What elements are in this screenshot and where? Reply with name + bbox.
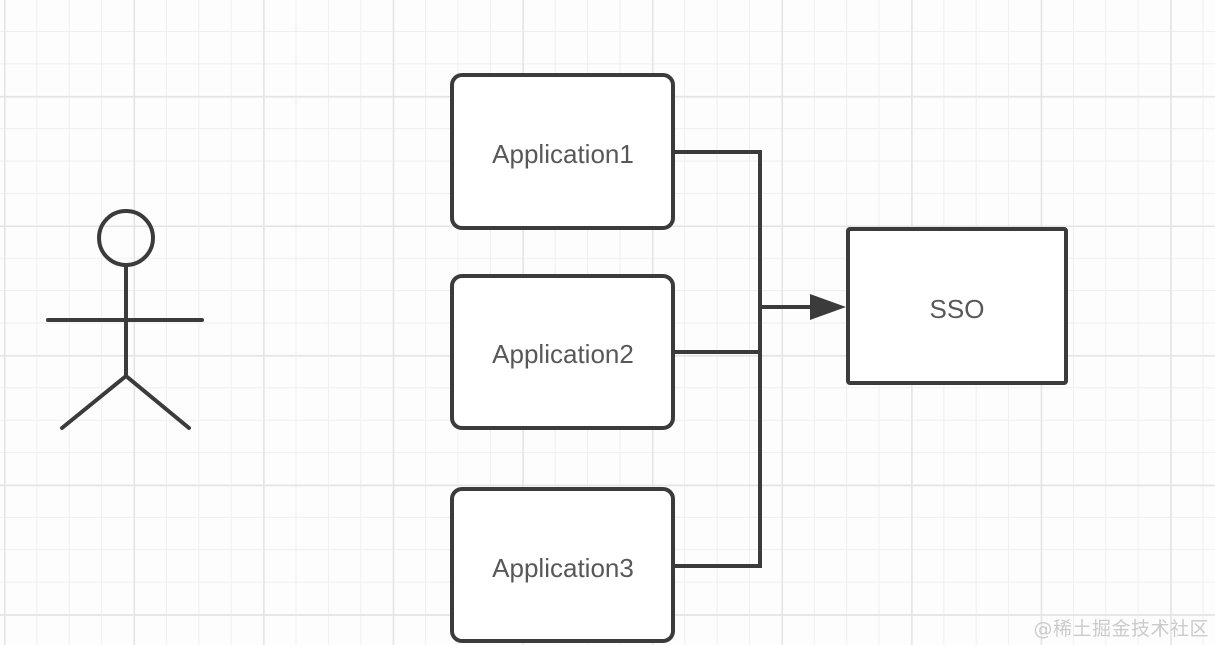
node-application2-label: Application2 <box>492 339 634 369</box>
node-sso-box <box>846 227 1068 385</box>
node-application1: Application1 <box>450 73 675 230</box>
actor-head <box>97 209 155 267</box>
arrowhead-icon <box>810 294 846 320</box>
node-application1-label: Application1 <box>492 139 634 169</box>
watermark-text: @稀土掘金技术社区 <box>1033 618 1209 640</box>
connectors <box>673 150 846 568</box>
actor-leg-right <box>124 374 191 430</box>
user-actor-figure <box>46 209 204 430</box>
node-application3: Application3 <box>450 487 675 643</box>
node-application1-box <box>450 73 675 230</box>
node-sso: SSO <box>846 227 1068 385</box>
node-application2-box <box>450 274 675 430</box>
node-application3-box <box>450 487 675 643</box>
actor-leg-left <box>60 374 128 430</box>
node-sso-label: SSO <box>930 294 985 324</box>
node-application2: Application2 <box>450 274 675 430</box>
node-application3-label: Application3 <box>492 553 634 583</box>
